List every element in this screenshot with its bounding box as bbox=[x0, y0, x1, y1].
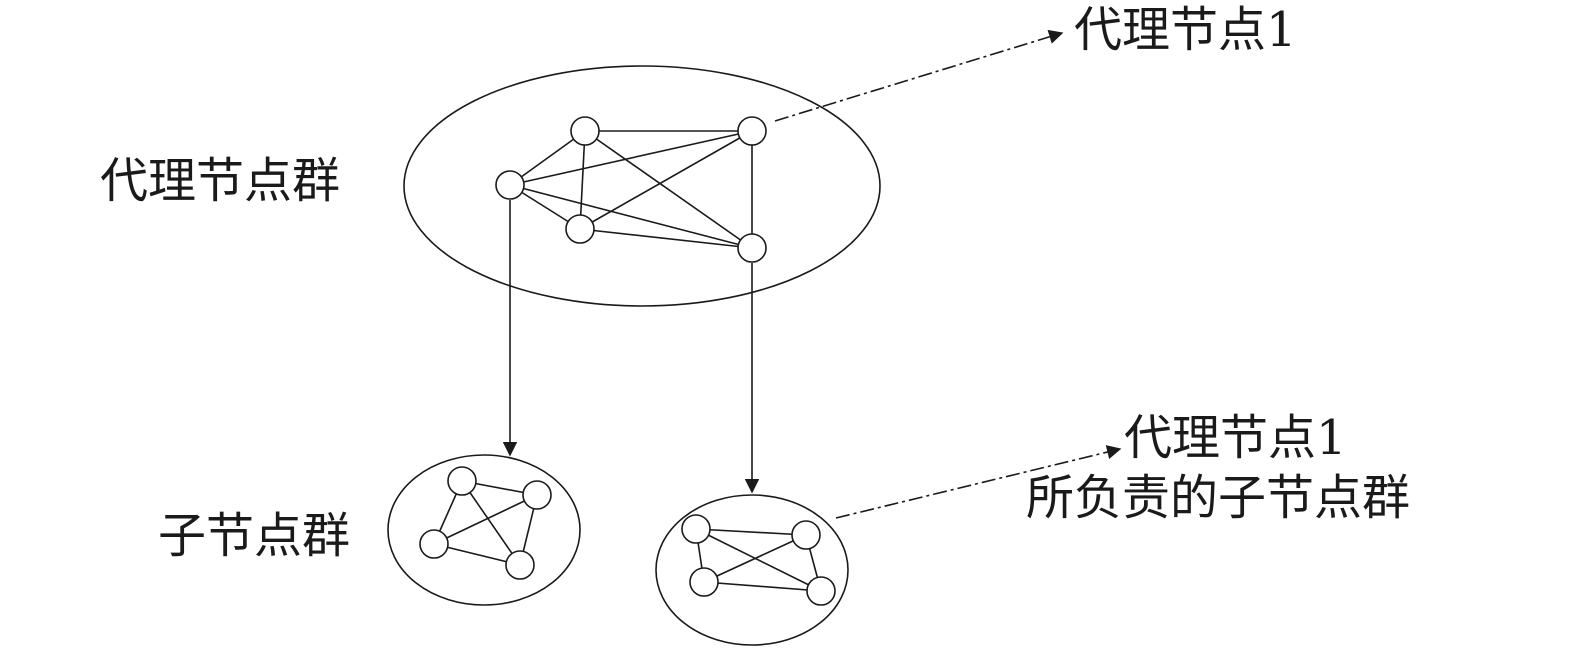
sub-node bbox=[506, 551, 534, 579]
sub-node bbox=[420, 530, 448, 558]
sub-node bbox=[807, 577, 835, 605]
proxy-node bbox=[571, 117, 599, 145]
proxy-group-edges bbox=[510, 131, 752, 248]
sub-edge bbox=[462, 481, 520, 565]
leader-proxy-node-1 bbox=[775, 29, 1064, 121]
sub-edge bbox=[704, 535, 806, 582]
proxy-node bbox=[738, 234, 766, 262]
proxy-node-1-sub-label-line2: 所负责的子节点群 bbox=[1026, 470, 1411, 526]
sub-group-right-ellipse bbox=[656, 495, 848, 645]
proxy-edge bbox=[580, 131, 585, 229]
leader-proxy-node-1-sub bbox=[836, 445, 1122, 518]
sub-node bbox=[792, 521, 820, 549]
sub-edge bbox=[704, 582, 821, 591]
sub-node bbox=[682, 515, 710, 543]
proxy-edge bbox=[580, 131, 752, 229]
proxy-node bbox=[566, 215, 594, 243]
proxy-node-1 bbox=[738, 117, 766, 145]
sub-node bbox=[448, 467, 476, 495]
proxy-edge bbox=[510, 131, 752, 185]
proxy-node bbox=[496, 171, 524, 199]
proxy-node-1-label: 代理节点1 bbox=[1074, 2, 1297, 58]
proxy-edge bbox=[510, 185, 752, 248]
proxy-edge bbox=[585, 131, 752, 248]
sub-node bbox=[523, 481, 551, 509]
sub-edge bbox=[696, 529, 821, 591]
sub-node bbox=[690, 568, 718, 596]
sub-edge bbox=[696, 529, 806, 535]
proxy-edge bbox=[580, 229, 752, 248]
sub-edge bbox=[434, 495, 537, 544]
proxy-node-1-sub-label-line1: 代理节点1 bbox=[1124, 410, 1347, 466]
proxy-group-label: 代理节点群 bbox=[100, 153, 341, 209]
sub-group-left-ellipse bbox=[388, 455, 580, 605]
proxy-edge bbox=[510, 131, 585, 185]
proxy-group-ellipse bbox=[404, 66, 880, 306]
sub-group-label: 子节点群 bbox=[158, 508, 351, 564]
